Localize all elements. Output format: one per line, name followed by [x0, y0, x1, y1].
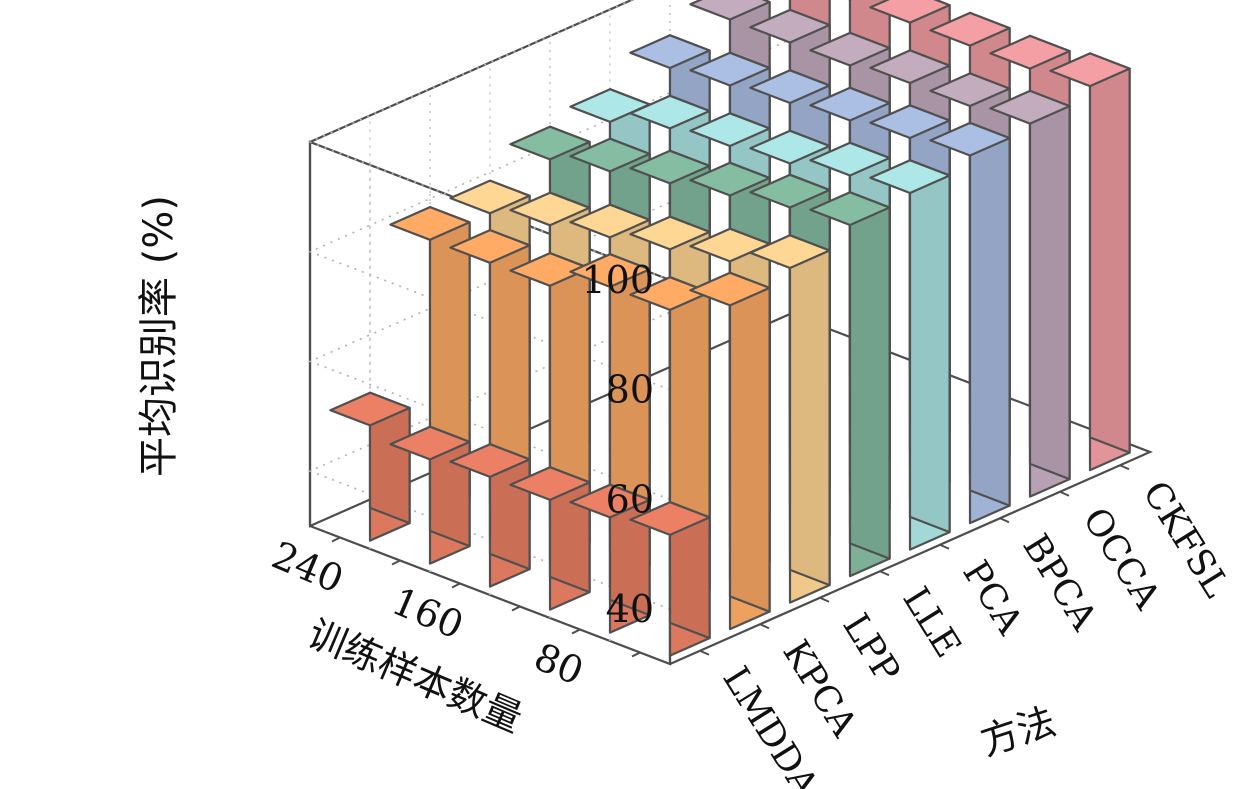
z-tick-label: 60 — [606, 477, 654, 521]
depth-tick-mark — [331, 536, 341, 543]
bar-LPP-0 — [749, 234, 831, 604]
bar-LMDDA-5 — [329, 391, 411, 542]
bar-CKFSL-0 — [1049, 52, 1131, 472]
method-tick-mark — [699, 649, 710, 656]
bar-LLE-0 — [809, 191, 891, 578]
bar-PCA-0 — [869, 159, 951, 551]
z-tick-label: 100 — [581, 258, 654, 302]
depth-tick-mark — [391, 559, 401, 566]
bars-group — [329, 0, 1131, 657]
depth-tick-mark — [511, 605, 521, 612]
bar-BPCA-0 — [929, 121, 1011, 525]
bar-LMDDA-0 — [629, 501, 711, 657]
z-axis-title: 方法 — [975, 699, 1061, 764]
method-tick-label: LLE — [894, 580, 968, 665]
depth-tick-mark — [451, 582, 461, 589]
method-tick-mark — [759, 623, 770, 630]
depth-tick-label: 240 — [266, 533, 350, 602]
method-tick-mark — [939, 543, 950, 550]
method-tick-mark — [819, 596, 830, 603]
bar-LMDDA-3 — [449, 443, 531, 588]
depth-tick-mark — [571, 628, 581, 635]
depth-tick-label: 160 — [386, 579, 470, 648]
depth-tick-mark — [631, 651, 641, 658]
depth-tick-label: 80 — [528, 634, 590, 693]
method-tick-label: PCA — [954, 554, 1031, 643]
y-axis-title: 平均识别率 (%) — [136, 195, 182, 477]
method-tick-label: LPP — [834, 607, 907, 690]
method-tick-mark — [999, 517, 1010, 524]
bar-LMDDA-1 — [569, 483, 651, 634]
z-tick-label: 40 — [606, 587, 654, 631]
bar-OCCA-0 — [989, 89, 1071, 498]
bar-LMDDA-4 — [389, 425, 471, 565]
method-tick-mark — [879, 570, 890, 577]
z-tick-label: 80 — [606, 368, 654, 412]
method-tick-mark — [1059, 490, 1070, 497]
bar-KPCA-0 — [689, 271, 771, 631]
method-tick-mark — [1119, 464, 1130, 471]
